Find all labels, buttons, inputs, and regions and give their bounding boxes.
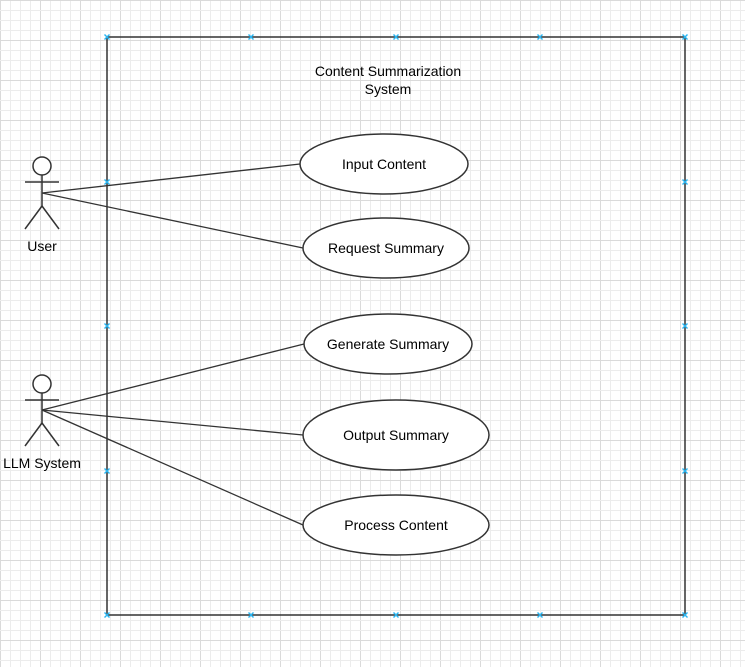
association-llm-generate[interactable] bbox=[41, 343, 305, 411]
resize-handle[interactable] bbox=[682, 34, 688, 40]
resize-handle[interactable] bbox=[682, 323, 688, 329]
stick-figure-icon bbox=[24, 374, 60, 447]
resize-handle[interactable] bbox=[104, 612, 110, 618]
system-title-line-2: System bbox=[365, 81, 412, 97]
resize-handle[interactable] bbox=[248, 612, 254, 618]
resize-handle[interactable] bbox=[682, 612, 688, 618]
use-case-label: Output Summary bbox=[343, 427, 449, 443]
actor-label-llm-system: LLM System bbox=[3, 455, 81, 471]
resize-handle[interactable] bbox=[393, 612, 399, 618]
resize-handle[interactable] bbox=[682, 179, 688, 185]
association-llm-output[interactable] bbox=[41, 409, 304, 436]
use-case-label: Request Summary bbox=[328, 240, 444, 256]
use-case-request-summary[interactable]: Request Summary bbox=[302, 217, 470, 279]
resize-handle[interactable] bbox=[104, 179, 110, 185]
resize-handle[interactable] bbox=[537, 612, 543, 618]
actor-label-user: User bbox=[27, 238, 57, 254]
use-case-generate-summary[interactable]: Generate Summary bbox=[303, 313, 473, 375]
resize-handle[interactable] bbox=[248, 34, 254, 40]
association-llm-process[interactable] bbox=[41, 409, 304, 526]
use-case-label: Input Content bbox=[342, 156, 426, 172]
use-case-output-summary[interactable]: Output Summary bbox=[302, 399, 490, 471]
stick-figure-icon bbox=[24, 156, 60, 230]
actor-user[interactable]: User bbox=[24, 156, 60, 254]
resize-handle[interactable] bbox=[104, 468, 110, 474]
resize-handle[interactable] bbox=[104, 323, 110, 329]
use-case-process-content[interactable]: Process Content bbox=[302, 494, 490, 556]
system-title-line-1: Content Summarization bbox=[315, 63, 461, 79]
use-case-label: Process Content bbox=[344, 517, 448, 533]
resize-handle[interactable] bbox=[104, 34, 110, 40]
resize-handle[interactable] bbox=[537, 34, 543, 40]
associations bbox=[41, 163, 305, 526]
actor-llm-system[interactable]: LLM System bbox=[3, 374, 81, 471]
resize-handle[interactable] bbox=[393, 34, 399, 40]
use-case-label: Generate Summary bbox=[327, 336, 449, 352]
use-case-input-content[interactable]: Input Content bbox=[299, 133, 469, 195]
selection-handles bbox=[104, 34, 688, 618]
resize-handle[interactable] bbox=[682, 468, 688, 474]
association-user-request[interactable] bbox=[41, 192, 304, 249]
association-user-input[interactable] bbox=[41, 163, 301, 194]
